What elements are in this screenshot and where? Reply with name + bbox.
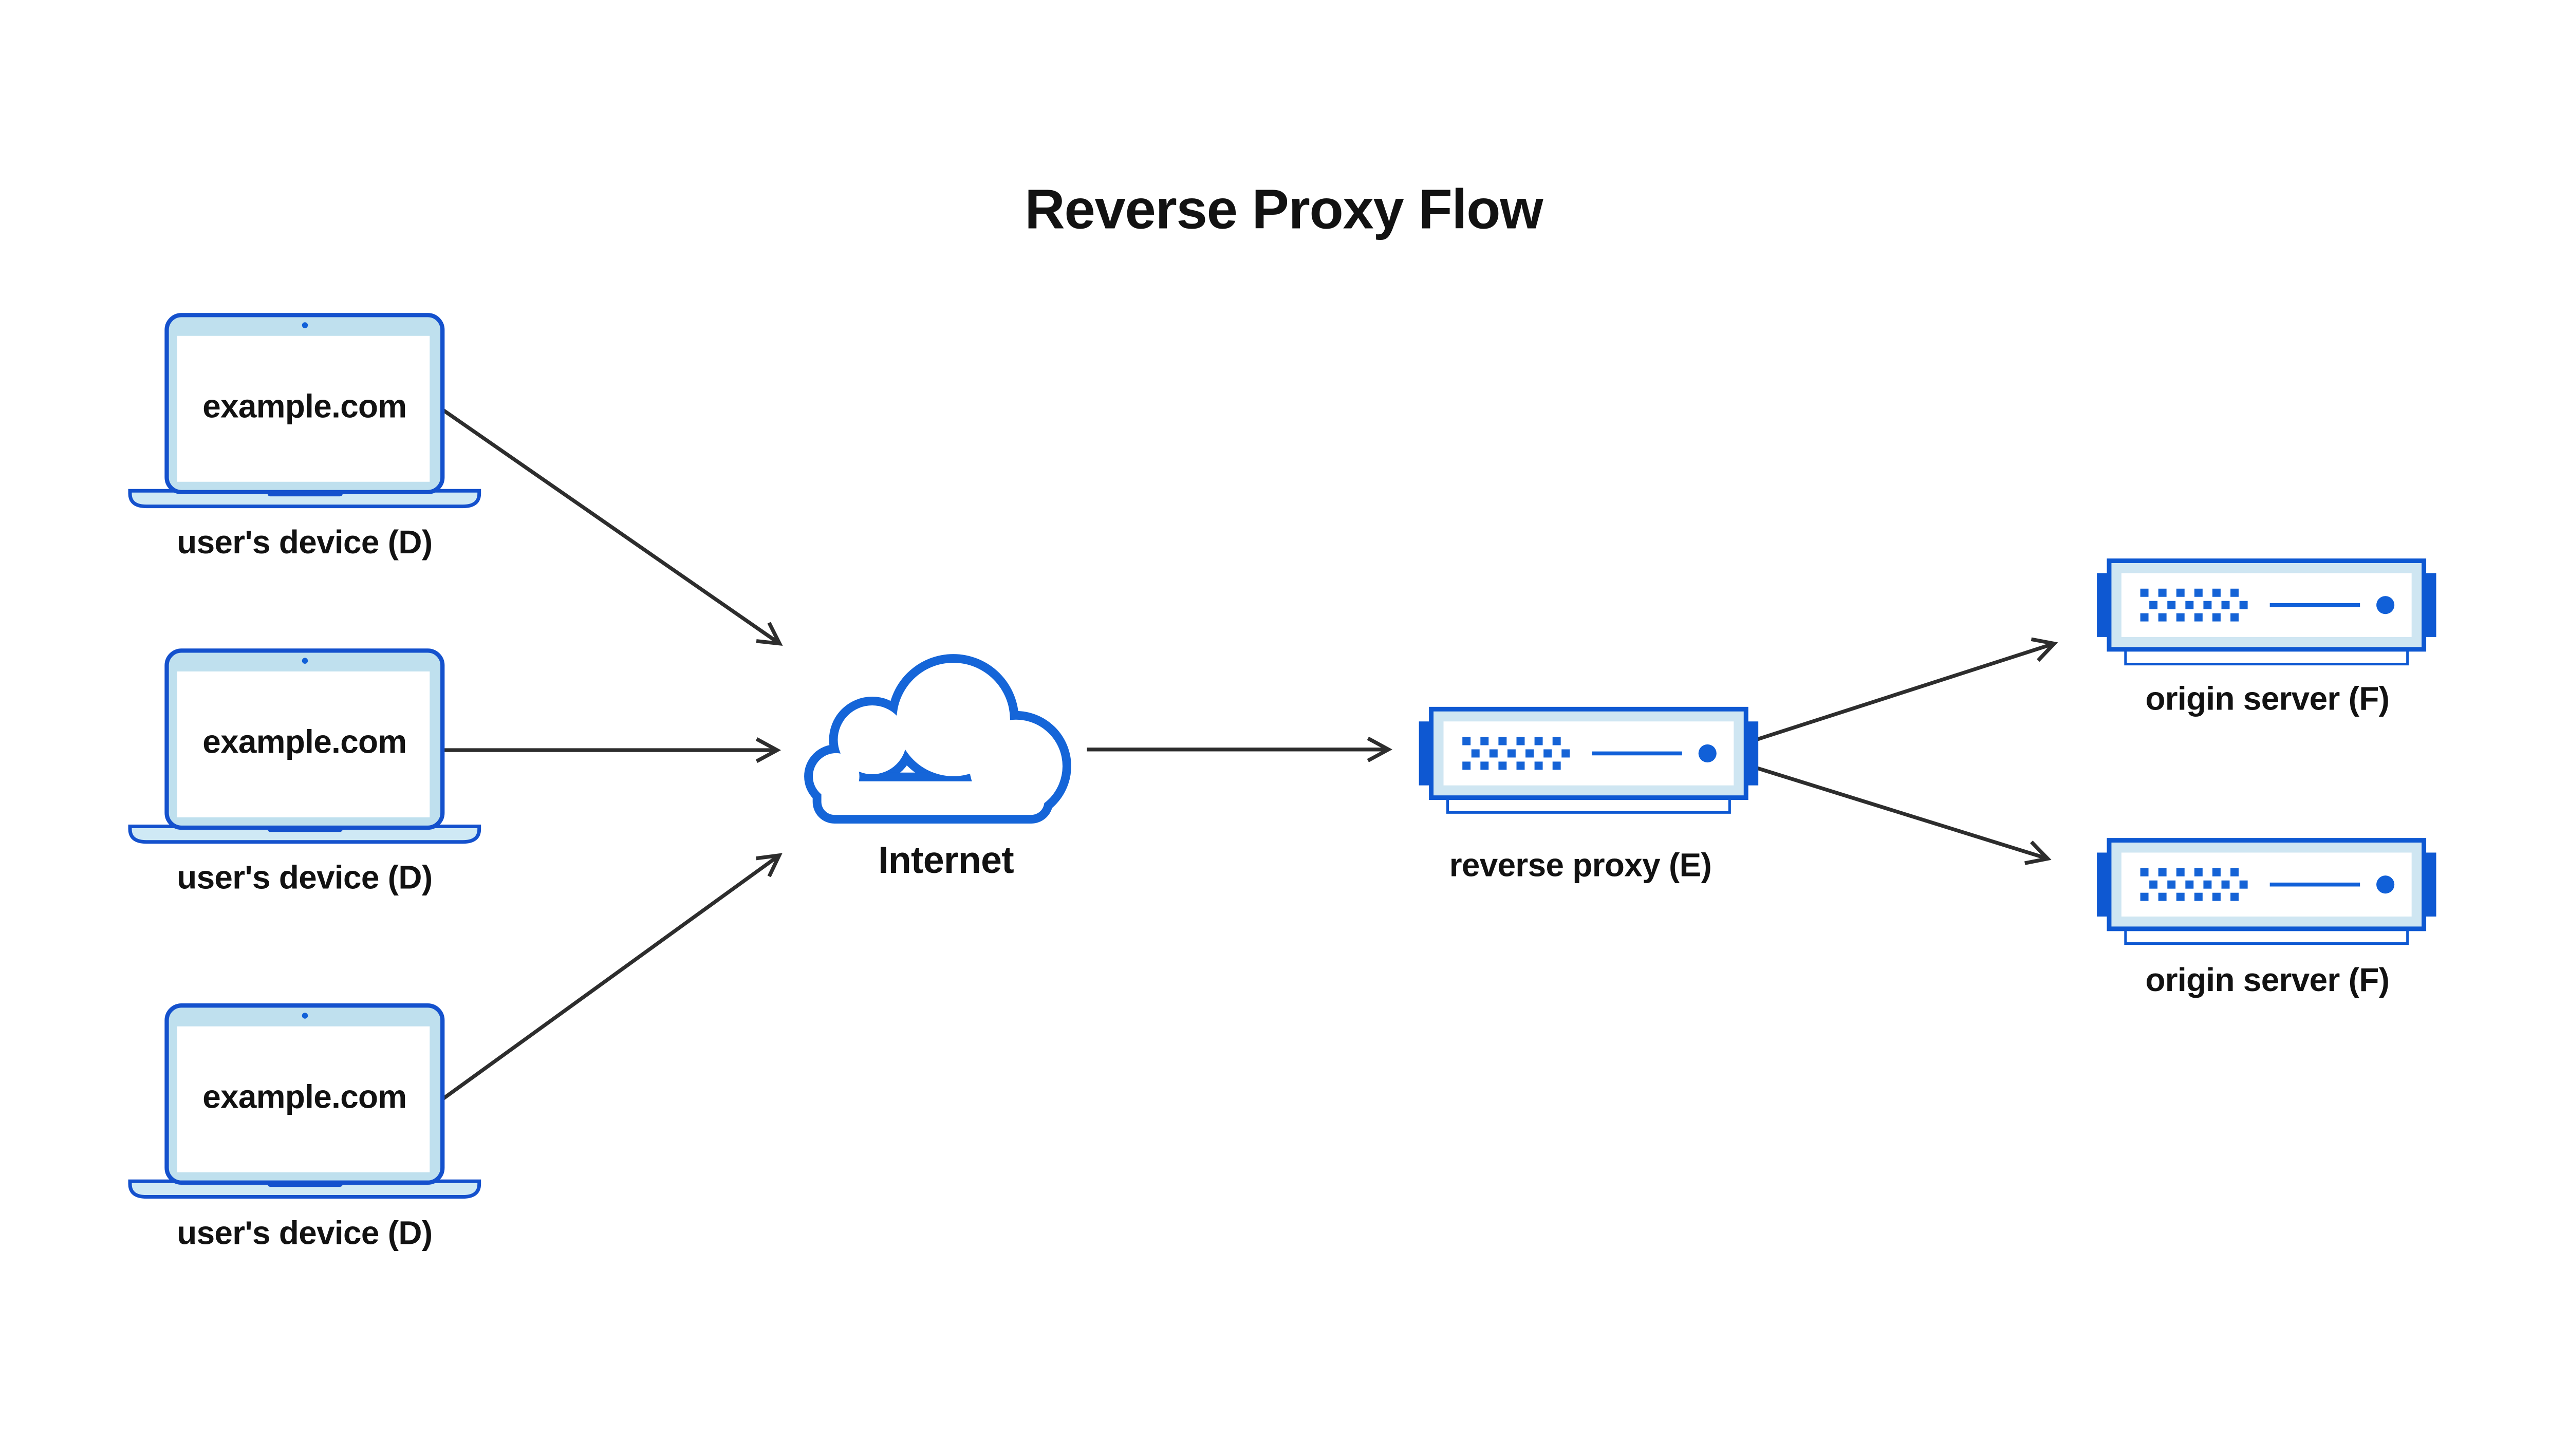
- origin2-label: origin server (F): [2145, 961, 2389, 998]
- arrow-device1-to-internet: [440, 407, 783, 646]
- device1-label: user's device (D): [177, 524, 432, 561]
- origin-server-1: origin server (F): [2097, 561, 2436, 717]
- user-device-2: example.com user's device (D): [130, 650, 479, 896]
- server-icon: [2097, 841, 2436, 944]
- origin-server-2: origin server (F): [2097, 841, 2436, 998]
- origin1-label: origin server (F): [2145, 680, 2389, 717]
- cloud-icon: [804, 654, 1071, 824]
- device2-screen-url: example.com: [202, 723, 406, 760]
- server-icon: [1419, 709, 1758, 812]
- arrow-proxy-to-origin1: [1756, 637, 2058, 741]
- user-device-3: example.com user's device (D): [130, 1005, 479, 1251]
- arrow-device3-to-internet: [440, 853, 783, 1102]
- server-icon: [2097, 561, 2436, 664]
- device3-screen-url: example.com: [202, 1078, 406, 1115]
- internet-node: Internet: [804, 654, 1071, 881]
- reverse-proxy-node: reverse proxy (E): [1419, 709, 1758, 883]
- device1-screen-url: example.com: [202, 387, 406, 424]
- reverse-proxy-label: reverse proxy (E): [1449, 846, 1711, 883]
- internet-label: Internet: [878, 839, 1014, 881]
- connector-arrows: [440, 407, 2058, 1102]
- arrow-proxy-to-origin2: [1756, 766, 2052, 865]
- user-device-1: example.com user's device (D): [130, 315, 479, 561]
- device3-label: user's device (D): [177, 1214, 432, 1251]
- page-title: Reverse Proxy Flow: [1025, 178, 1543, 240]
- device2-label: user's device (D): [177, 859, 432, 896]
